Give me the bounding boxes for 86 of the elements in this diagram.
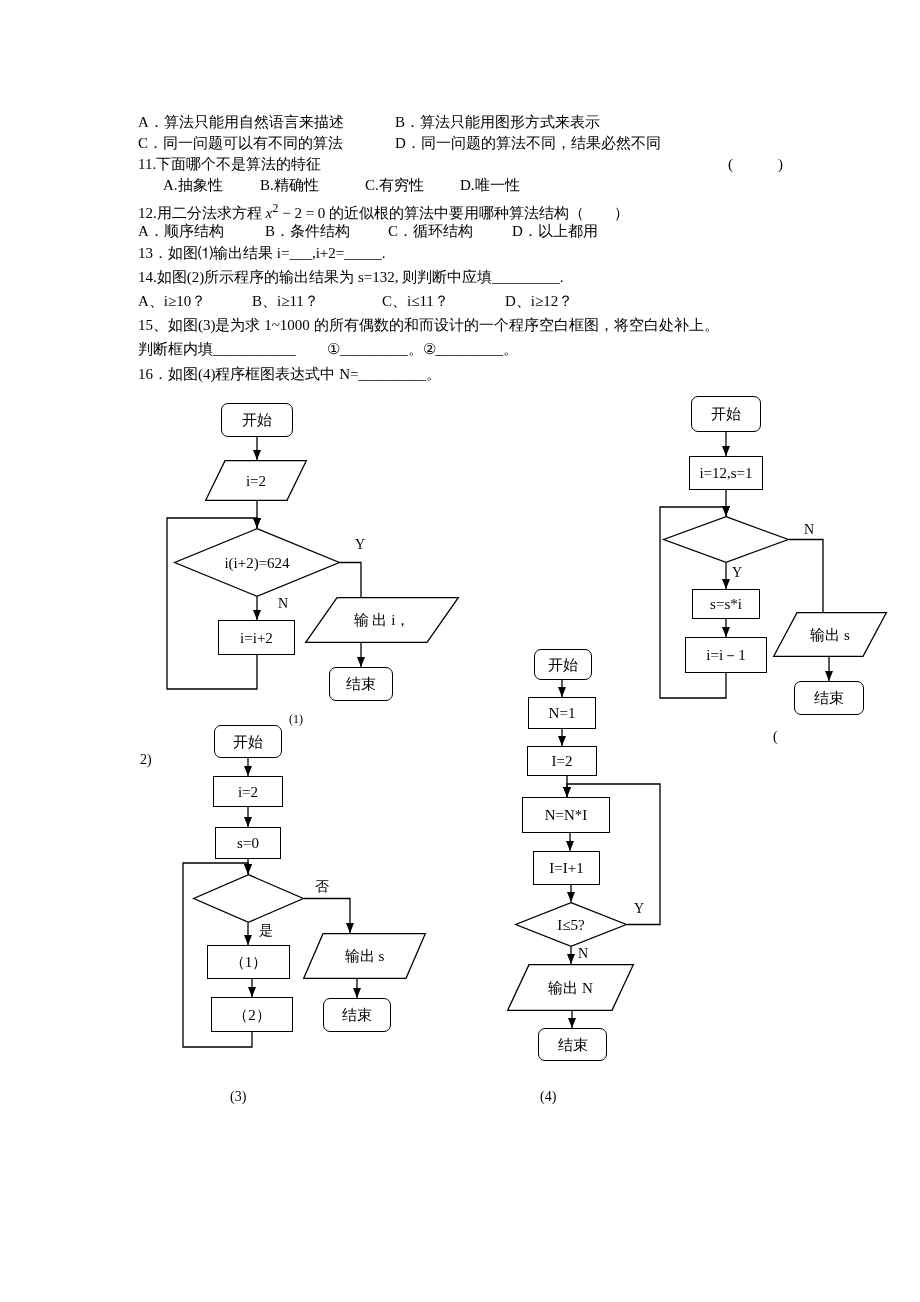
process-box: i=12,s=1 bbox=[689, 456, 763, 490]
terminal-node: 结束 bbox=[538, 1028, 607, 1061]
decision-diamond bbox=[193, 874, 304, 923]
answer-option: A．顺序结构 bbox=[138, 222, 224, 240]
flow-arrow bbox=[303, 897, 354, 934]
process-box: （1） bbox=[207, 945, 290, 979]
answer-option: D．同一问题的算法不同，结果必然不同 bbox=[395, 134, 661, 152]
answer-option: D、i≥12？ bbox=[505, 292, 574, 310]
flow-arrow bbox=[567, 946, 575, 965]
figure-label: ( bbox=[773, 728, 778, 746]
decision-diamond: i(i+2)=624 bbox=[174, 528, 340, 597]
answer-option: C.有穷性 bbox=[365, 176, 424, 194]
decision-diamond bbox=[663, 516, 789, 563]
process-box: N=N*I bbox=[522, 797, 610, 833]
flow-arrow bbox=[248, 978, 256, 998]
question-text: ①_________。②_________。 bbox=[327, 340, 518, 358]
flow-arrow bbox=[353, 978, 361, 999]
terminal-node: 开始 bbox=[221, 403, 293, 437]
flow-arrow bbox=[182, 862, 253, 1048]
process-box: N=1 bbox=[528, 697, 596, 729]
terminal-node: 开始 bbox=[534, 649, 592, 680]
terminal-node: 结束 bbox=[323, 998, 391, 1032]
terminal-node: 开始 bbox=[214, 725, 282, 758]
answer-option: C．同一问题可以有不同的算法 bbox=[138, 134, 343, 152]
question-text: 判断框内填___________ bbox=[138, 340, 296, 358]
question-text: 14.如图(2)所示程序的输出结果为 s=132, 则判断中应填_________. bbox=[138, 268, 564, 286]
process-box: I=I+1 bbox=[533, 851, 600, 885]
answer-option: D．以上都用 bbox=[512, 222, 598, 240]
flow-arrow bbox=[244, 922, 252, 946]
flow-arrow bbox=[563, 783, 661, 926]
question-text: 16．如图(4)程序框图表达式中 N=_________。 bbox=[138, 365, 442, 383]
process-box: i=i+2 bbox=[218, 620, 295, 655]
process-box: I=2 bbox=[527, 746, 597, 776]
input-output-parallelogram: 输 出 i， bbox=[305, 597, 459, 643]
answer-option: C、i≤11？ bbox=[382, 292, 449, 310]
answer-option: B、i≥11？ bbox=[252, 292, 319, 310]
answer-option: A、i≥10？ bbox=[138, 292, 207, 310]
terminal-node: 结束 bbox=[794, 681, 864, 715]
flow-arrow bbox=[659, 506, 730, 699]
flow-arrow bbox=[357, 642, 365, 668]
process-box: i=i－1 bbox=[685, 637, 767, 673]
figure-label: (4) bbox=[540, 1088, 557, 1106]
process-box: s=s*i bbox=[692, 589, 760, 619]
flow-arrow bbox=[558, 679, 566, 698]
question-text: 12.用二分法求方程 x$^{2}$ − 2 = 0 的近似根的算法中要用哪种算法结构（ ） bbox=[138, 200, 630, 222]
connector-line bbox=[788, 538, 824, 613]
flow-arrow bbox=[722, 562, 730, 590]
process-box: i=2 bbox=[213, 776, 283, 807]
edge-label: 否 bbox=[314, 879, 330, 895]
flow-arrow bbox=[166, 517, 261, 690]
answer-option: B．条件结构 bbox=[265, 222, 350, 240]
flow-arrow bbox=[825, 656, 833, 682]
answer-option: A.抽象性 bbox=[163, 176, 223, 194]
terminal-node: 开始 bbox=[691, 396, 761, 432]
answer-option: A．算法只能用自然语言来描述 bbox=[138, 113, 344, 131]
decision-diamond: I≤5? bbox=[515, 902, 627, 947]
answer-option: C．循环结构 bbox=[388, 222, 473, 240]
process-box: s=0 bbox=[215, 827, 281, 859]
flow-arrow bbox=[253, 436, 261, 461]
flow-arrow bbox=[244, 757, 252, 777]
answer-option: B.精确性 bbox=[260, 176, 319, 194]
figure-label: 2) bbox=[140, 751, 152, 769]
flow-arrow bbox=[722, 618, 730, 638]
connector-line bbox=[339, 561, 362, 598]
terminal-node: 结束 bbox=[329, 667, 393, 701]
flow-arrow bbox=[722, 431, 730, 457]
question-text: 13．如图⑴输出结果 i=___,i+2=_____. bbox=[138, 244, 386, 262]
answer-bracket: ( ) bbox=[728, 155, 783, 173]
figure-label: (3) bbox=[230, 1088, 247, 1106]
flow-arrow bbox=[253, 596, 261, 621]
flow-arrow bbox=[568, 1010, 576, 1029]
figure-label: (1) bbox=[289, 711, 303, 728]
flow-arrow bbox=[558, 728, 566, 747]
flow-arrow bbox=[567, 884, 575, 903]
edge-label: 是 bbox=[258, 923, 274, 939]
question-text: 11.下面哪个不是算法的特征 bbox=[138, 155, 322, 173]
flow-arrow bbox=[566, 832, 574, 852]
answer-option: B．算法只能用图形方式来表示 bbox=[395, 113, 600, 131]
answer-option: D.唯一性 bbox=[460, 176, 520, 194]
input-output-parallelogram: 输出 s bbox=[773, 612, 887, 657]
flow-arrow bbox=[244, 806, 252, 828]
input-output-parallelogram: i=2 bbox=[205, 460, 307, 501]
process-box: （2） bbox=[211, 997, 293, 1032]
question-text: 15、如图(3)是为求 1~1000 的所有偶数的和而设计的一个程序空白框图，将空白处补上。 bbox=[138, 316, 719, 334]
input-output-parallelogram: 输出 s bbox=[303, 933, 426, 979]
input-output-parallelogram: 输出 N bbox=[507, 964, 634, 1011]
